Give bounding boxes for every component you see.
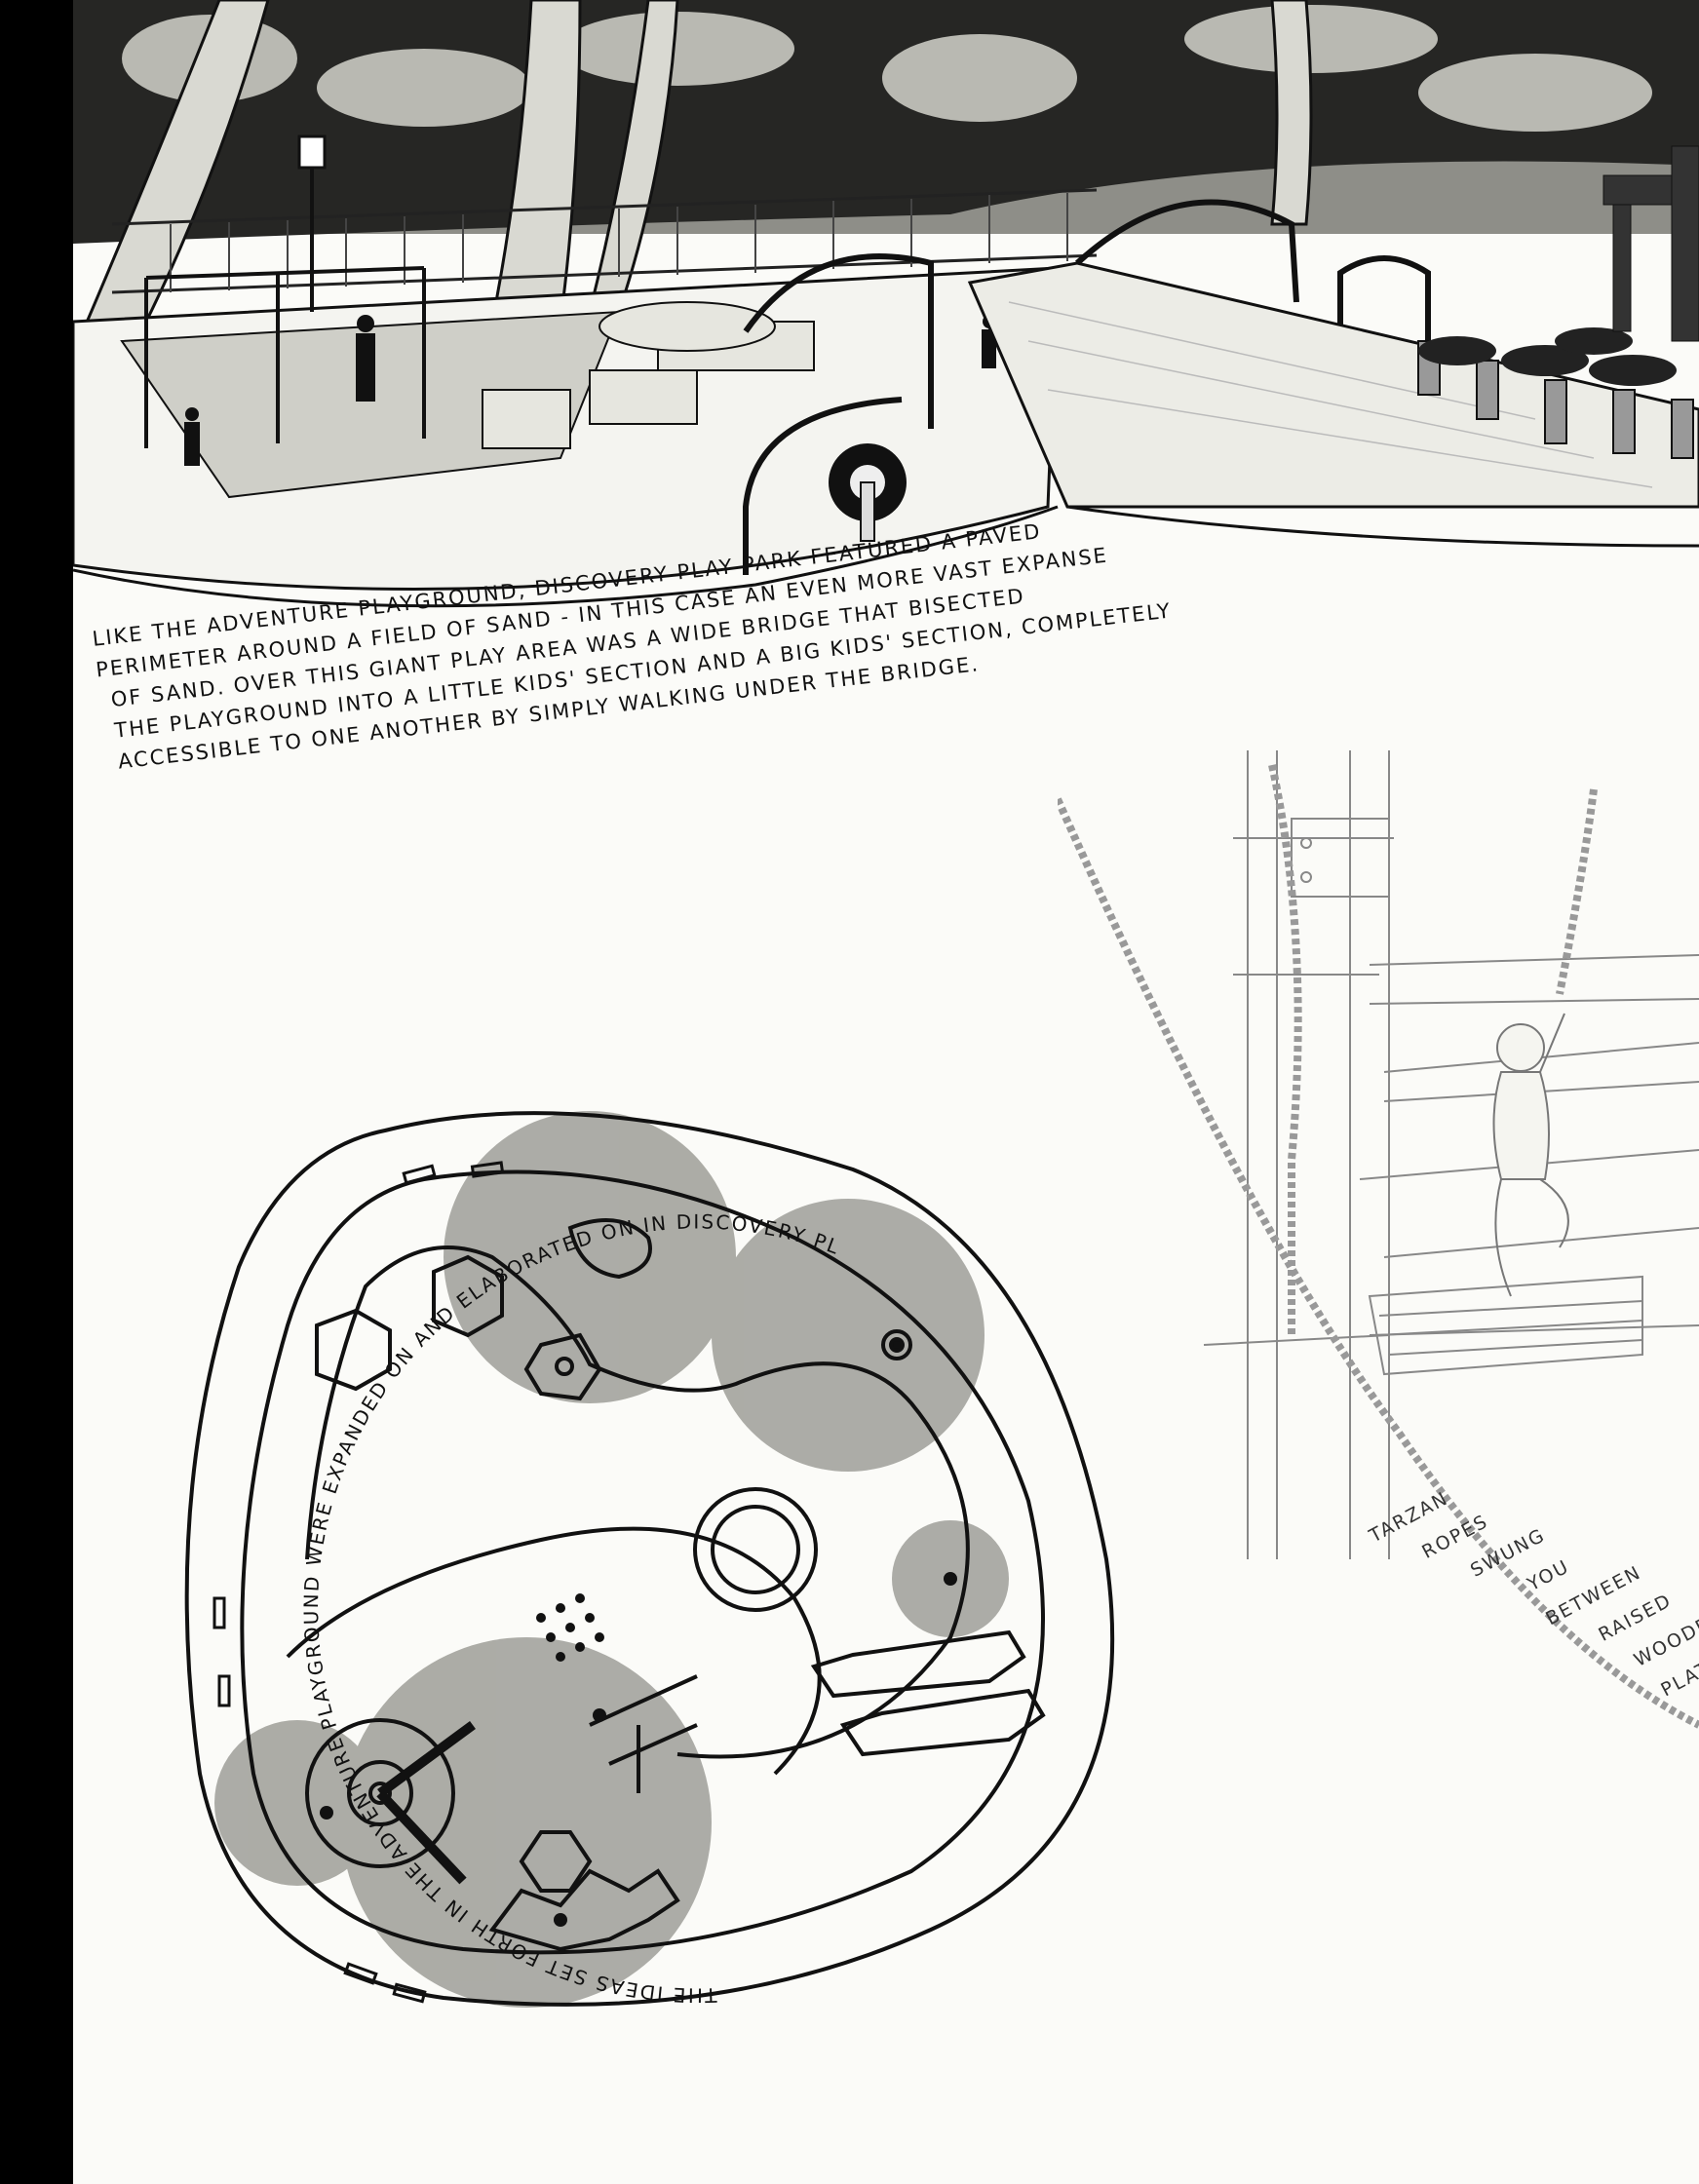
tarzan-rope-illustration — [1058, 750, 1699, 1729]
comic-page: Like the Adventure Playground, Discovery… — [73, 0, 1699, 2184]
playground-plan-map: The ideas set forth in the Adventure Pla… — [171, 1092, 1115, 2008]
left-page-border — [0, 0, 73, 2184]
playground-illustration — [73, 0, 1699, 624]
